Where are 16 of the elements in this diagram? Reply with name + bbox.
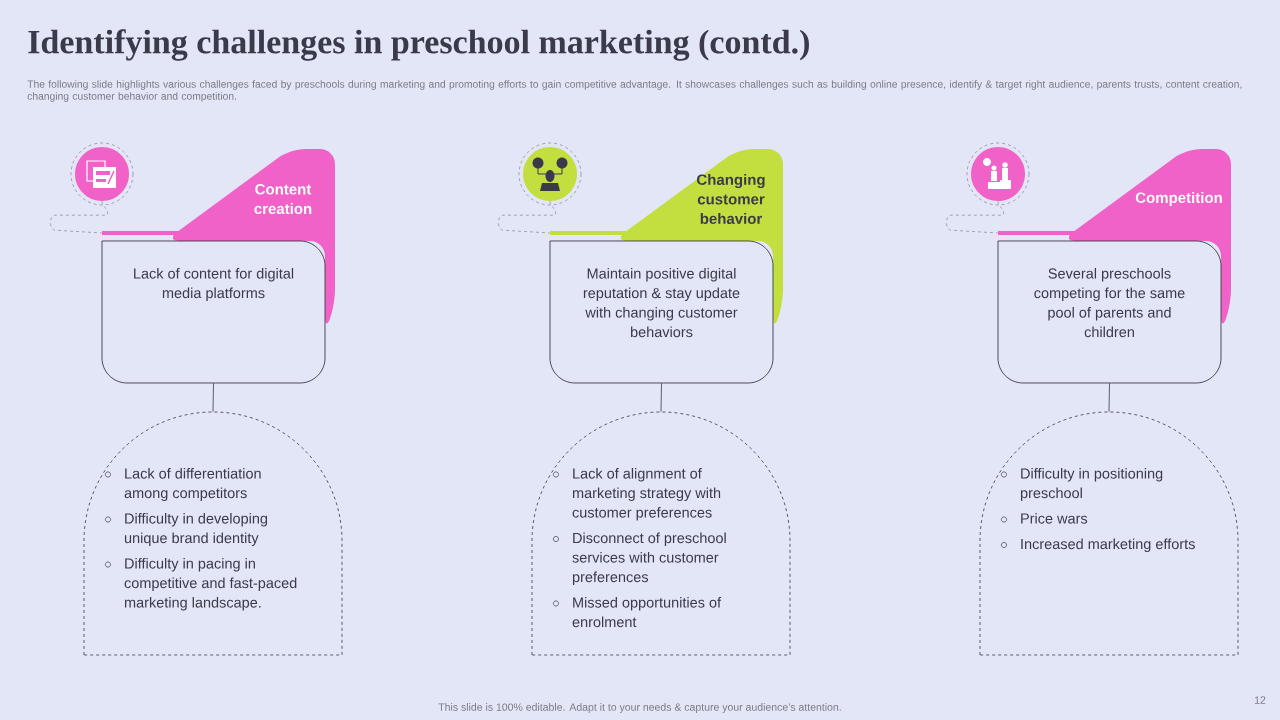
connector-line	[1108, 382, 1110, 413]
dashed-connector	[498, 201, 556, 234]
bullet-arch: Lack of alignment of marketing strategy with customer preferences Disconnect of preschool services with customer preferences Missed opportunities of enrolment	[531, 411, 791, 656]
connector-line	[660, 382, 662, 413]
slide-title: Identifying challenges in preschool marketing (contd.)	[28, 29, 809, 61]
bullet-arch: Lack of differentiation among competitors Difficulty in developing unique brand identity Difficulty in pacing in competitive and fast-paced marketing landscape.	[83, 411, 343, 656]
bullet-arch: Difficulty in positioning preschool Price wars Increased marketing efforts	[979, 411, 1239, 656]
connector-line	[212, 382, 214, 413]
dashed-connector	[50, 201, 108, 234]
subtitle-text: The following slide highlights various challenges faced by preschools during marketing and promoting efforts to gain competitive advantage. It showcases challenges such as building online presence, identify & target right audience, parents trusts, content creation, changing customer behavior and competition.	[27, 80, 1242, 102]
footer-note: This slide is 100% editable. Adapt it to your needs & capture your audience’s attention.	[438, 703, 841, 713]
dashed-connector	[946, 201, 1004, 234]
page-number: 12	[1254, 696, 1266, 704]
description-box: Several preschools competing for the same pool of parents and children	[997, 240, 1222, 384]
description-box: Lack of content for digital media platforms	[101, 240, 326, 384]
description-box: Maintain positive digital reputation & stay update with changing customer behaviors	[549, 240, 774, 384]
